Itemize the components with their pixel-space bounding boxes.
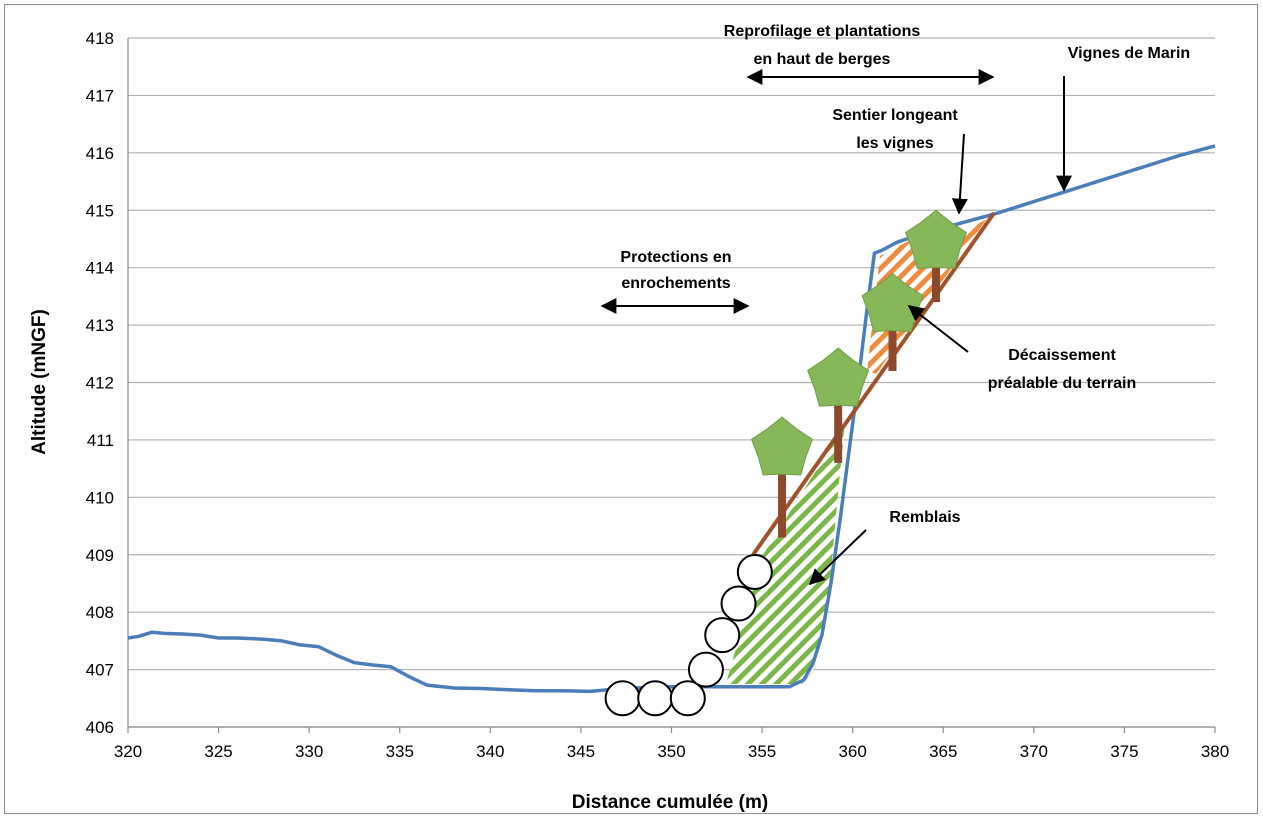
y-tick-labels: 406 407 408 409 410 411 412 413 414 415 416 417 418 bbox=[86, 29, 114, 737]
tree-4 bbox=[904, 209, 968, 303]
remblais-fill-area bbox=[725, 416, 846, 684]
annotation-protections-line2: enrochements bbox=[621, 275, 730, 292]
annotation-remblais: Remblais bbox=[889, 509, 960, 526]
rock-7 bbox=[736, 553, 773, 590]
trees bbox=[750, 209, 968, 538]
y-tick-label-414: 414 bbox=[86, 259, 114, 278]
tree-trunk bbox=[932, 250, 941, 303]
y-tick-label-415: 415 bbox=[86, 201, 114, 220]
y-tick-label-416: 416 bbox=[86, 144, 114, 163]
y-tick-label-410: 410 bbox=[86, 488, 114, 507]
tree-trunk bbox=[834, 388, 843, 463]
x-tick-label-325: 325 bbox=[204, 742, 232, 761]
x-tick-label-365: 365 bbox=[929, 742, 957, 761]
tree-crown bbox=[750, 416, 814, 476]
x-tick-label-320: 320 bbox=[114, 742, 142, 761]
y-tick-label-413: 413 bbox=[86, 316, 114, 335]
x-tick-label-360: 360 bbox=[838, 742, 866, 761]
x-tick-labels: 320 325 330 335 340 345 350 355 360 365 370 375 380 bbox=[114, 742, 1229, 761]
x-tick-label-370: 370 bbox=[1020, 742, 1048, 761]
x-tick-label-340: 340 bbox=[476, 742, 504, 761]
y-tick-label-412: 412 bbox=[86, 374, 114, 393]
x-tick-label-355: 355 bbox=[748, 742, 776, 761]
rock-4 bbox=[687, 651, 724, 688]
annotation-reprofilage-line1: Reprofilage et plantations bbox=[724, 23, 921, 40]
y-tick-label-409: 409 bbox=[86, 546, 114, 565]
rock-protections bbox=[604, 553, 773, 717]
y-tick-label-417: 417 bbox=[86, 86, 114, 105]
annotation-decaissement-line2: préalable du terrain bbox=[988, 375, 1137, 392]
tree-2 bbox=[807, 347, 870, 463]
rock-6 bbox=[720, 585, 757, 622]
y-tick-label-411: 411 bbox=[87, 431, 114, 450]
series-layer bbox=[127, 144, 1216, 694]
axes bbox=[127, 38, 1216, 733]
grid-lines bbox=[128, 37, 1215, 728]
chart-frame bbox=[4, 4, 1258, 814]
annotation-vignes: Vignes de Marin bbox=[1068, 45, 1190, 62]
x-tick-label-335: 335 bbox=[386, 742, 414, 761]
rock-5 bbox=[704, 617, 741, 654]
x-tick-label-345: 345 bbox=[567, 742, 595, 761]
x-tick-label-375: 375 bbox=[1110, 742, 1138, 761]
tree-trunk bbox=[888, 313, 897, 372]
y-axis-label: Altitude (mNGF) bbox=[29, 309, 50, 455]
y-tick-label-407: 407 bbox=[86, 661, 114, 680]
tree-crown bbox=[807, 347, 870, 407]
decaissement-arrow bbox=[907, 305, 969, 353]
terrain-profile-line-0 bbox=[127, 144, 1216, 694]
y-tick-label-408: 408 bbox=[86, 603, 114, 622]
x-tick-label-380: 380 bbox=[1201, 742, 1229, 761]
tree-crown bbox=[904, 209, 968, 269]
annotation-decaissement-line1: Décaissement bbox=[1008, 347, 1116, 364]
tree-1 bbox=[750, 416, 814, 538]
remblais-arrow bbox=[808, 529, 867, 586]
rock-2 bbox=[637, 680, 674, 717]
sentier-arrow bbox=[951, 133, 968, 215]
tree-trunk bbox=[778, 457, 787, 538]
y-tick-label-406: 406 bbox=[86, 718, 114, 737]
x-axis-label: Distance cumulée (m) bbox=[572, 792, 768, 813]
y-tick-label-418: 418 bbox=[86, 29, 114, 48]
annotations: Reprofilage et plantations en haut de be… bbox=[600, 23, 1190, 586]
annotation-sentier-line2: les vignes bbox=[856, 135, 933, 152]
annotation-sentier-line1: Sentier longeant bbox=[832, 107, 958, 124]
annotation-reprofilage-line2: en haut de berges bbox=[754, 51, 891, 68]
rock-3 bbox=[669, 680, 706, 717]
x-tick-label-330: 330 bbox=[295, 742, 323, 761]
x-tick-label-350: 350 bbox=[657, 742, 685, 761]
slope-line bbox=[751, 211, 996, 556]
rock-1 bbox=[604, 680, 641, 717]
annotation-protections-line1: Protections en bbox=[620, 249, 731, 266]
